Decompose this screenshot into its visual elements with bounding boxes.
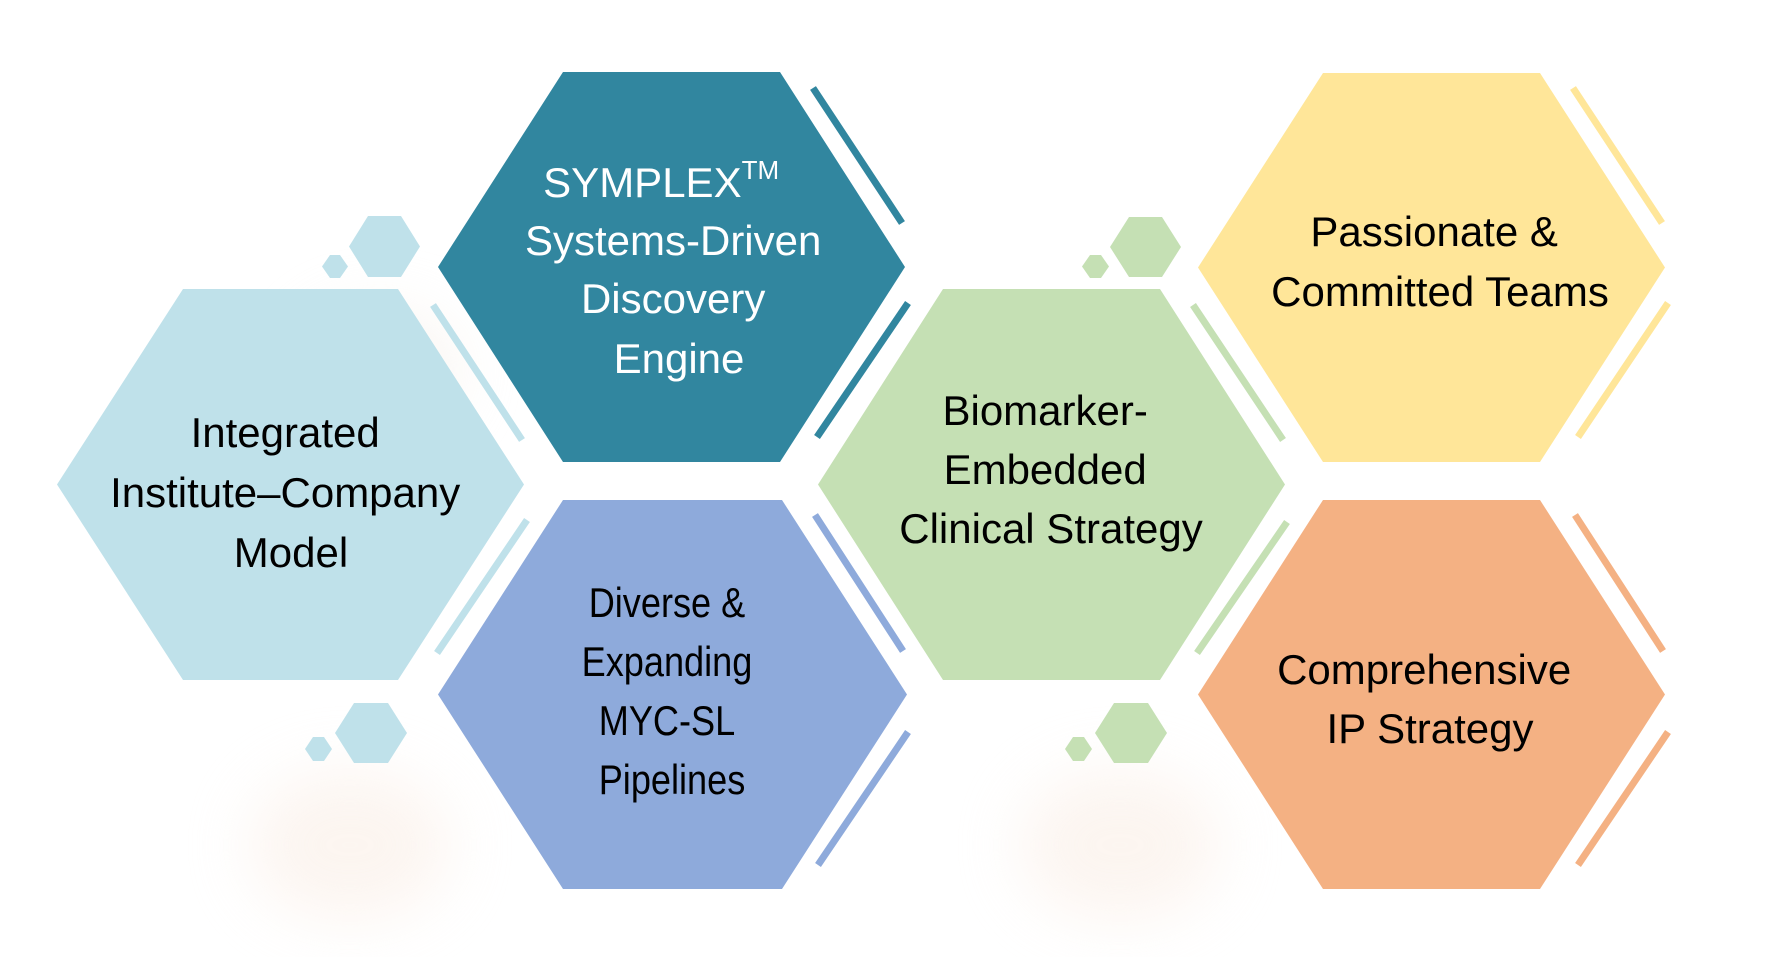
accent-line-green — [1190, 303, 1286, 442]
label-line: Institute–Company — [110, 469, 460, 516]
decor-tiny-hex-light_blue — [322, 255, 348, 278]
accent-line-light_blue — [430, 303, 525, 442]
label-line: Biomarker- — [942, 387, 1147, 434]
decor-tiny-hex-light_blue — [305, 737, 332, 761]
accent-line-orange — [1572, 513, 1666, 653]
accent-line-yellow — [1575, 301, 1671, 439]
hex-clinical-strategy: Biomarker- Embedded Clinical Strategy — [818, 289, 1285, 680]
hex-integrated-model-label: Integrated Institute–Company Model — [110, 409, 472, 576]
label-line: Discovery — [581, 275, 765, 322]
label-line: Committed Teams — [1271, 268, 1609, 315]
label-line: Clinical Strategy — [899, 505, 1202, 552]
hex-symplex-engine-shape — [438, 72, 905, 462]
hex-ip-strategy-shape — [1198, 500, 1665, 889]
label-line: Comprehensive — [1277, 646, 1571, 693]
hex-committed-teams-label: Passionate & Committed Teams — [1271, 208, 1609, 315]
decor-small-hex-green — [1110, 217, 1181, 277]
accent-line-orange — [1575, 730, 1671, 867]
decor-layer — [305, 86, 1671, 867]
label-line: Diverse & — [589, 581, 746, 627]
label-line: Engine — [614, 335, 745, 382]
accent-line-periwinkle — [812, 513, 906, 653]
hex-committed-teams: Passionate & Committed Teams — [1198, 73, 1665, 462]
label-line: Systems-Driven — [525, 217, 821, 264]
hex-symplex-engine: SYMPLEXTM Systems-Driven Discovery Engin… — [438, 72, 905, 462]
decor-tiny-hex-green — [1082, 255, 1109, 278]
decor-small-hex-light_blue — [335, 703, 407, 763]
hex-integrated-model-shape — [57, 289, 524, 680]
accent-line-teal — [814, 301, 911, 439]
accent-line-green — [1194, 520, 1290, 655]
accent-line-light_blue — [434, 518, 530, 655]
hex-clinical-strategy-shape — [818, 289, 1285, 680]
label-line: Embedded — [944, 446, 1147, 493]
hex-committed-teams-shape — [1198, 73, 1665, 462]
label-line: MYC-SL — [599, 699, 735, 745]
hex-myc-sl-pipelines-label: Diverse & Expanding MYC-SL Pipelines — [582, 581, 763, 804]
label-line: SYMPLEX — [543, 159, 741, 206]
trademark-mark: TM — [742, 155, 780, 185]
hex-clinical-strategy-label: Biomarker- Embedded Clinical Strategy — [899, 387, 1202, 552]
hex-myc-sl-pipelines: Diverse & Expanding MYC-SL Pipelines — [438, 500, 907, 889]
label-line: Passionate & — [1310, 208, 1558, 255]
label-line: Integrated — [191, 409, 380, 456]
hex-ip-strategy-label: Comprehensive IP Strategy — [1277, 646, 1583, 752]
accent-line-teal — [810, 86, 905, 225]
decor-small-hex-green — [1095, 703, 1167, 763]
decor-tiny-hex-green — [1065, 737, 1092, 761]
hex-layer: Integrated Institute–Company Model SYMPL… — [57, 72, 1665, 889]
hex-ip-strategy: Comprehensive IP Strategy — [1198, 500, 1665, 889]
label-line: IP Strategy — [1326, 705, 1533, 752]
hex-integrated-model: Integrated Institute–Company Model — [57, 289, 524, 680]
accent-line-periwinkle — [815, 730, 911, 867]
label-line: Model — [234, 529, 348, 576]
hex-myc-sl-pipelines-shape — [438, 500, 907, 889]
accent-line-yellow — [1570, 86, 1665, 225]
hex-symplex-engine-label: SYMPLEXTM Systems-Driven Discovery Engin… — [525, 141, 833, 382]
label-line: Pipelines — [599, 758, 746, 804]
label-line: Expanding — [582, 640, 753, 686]
decor-small-hex-light_blue — [349, 216, 420, 277]
